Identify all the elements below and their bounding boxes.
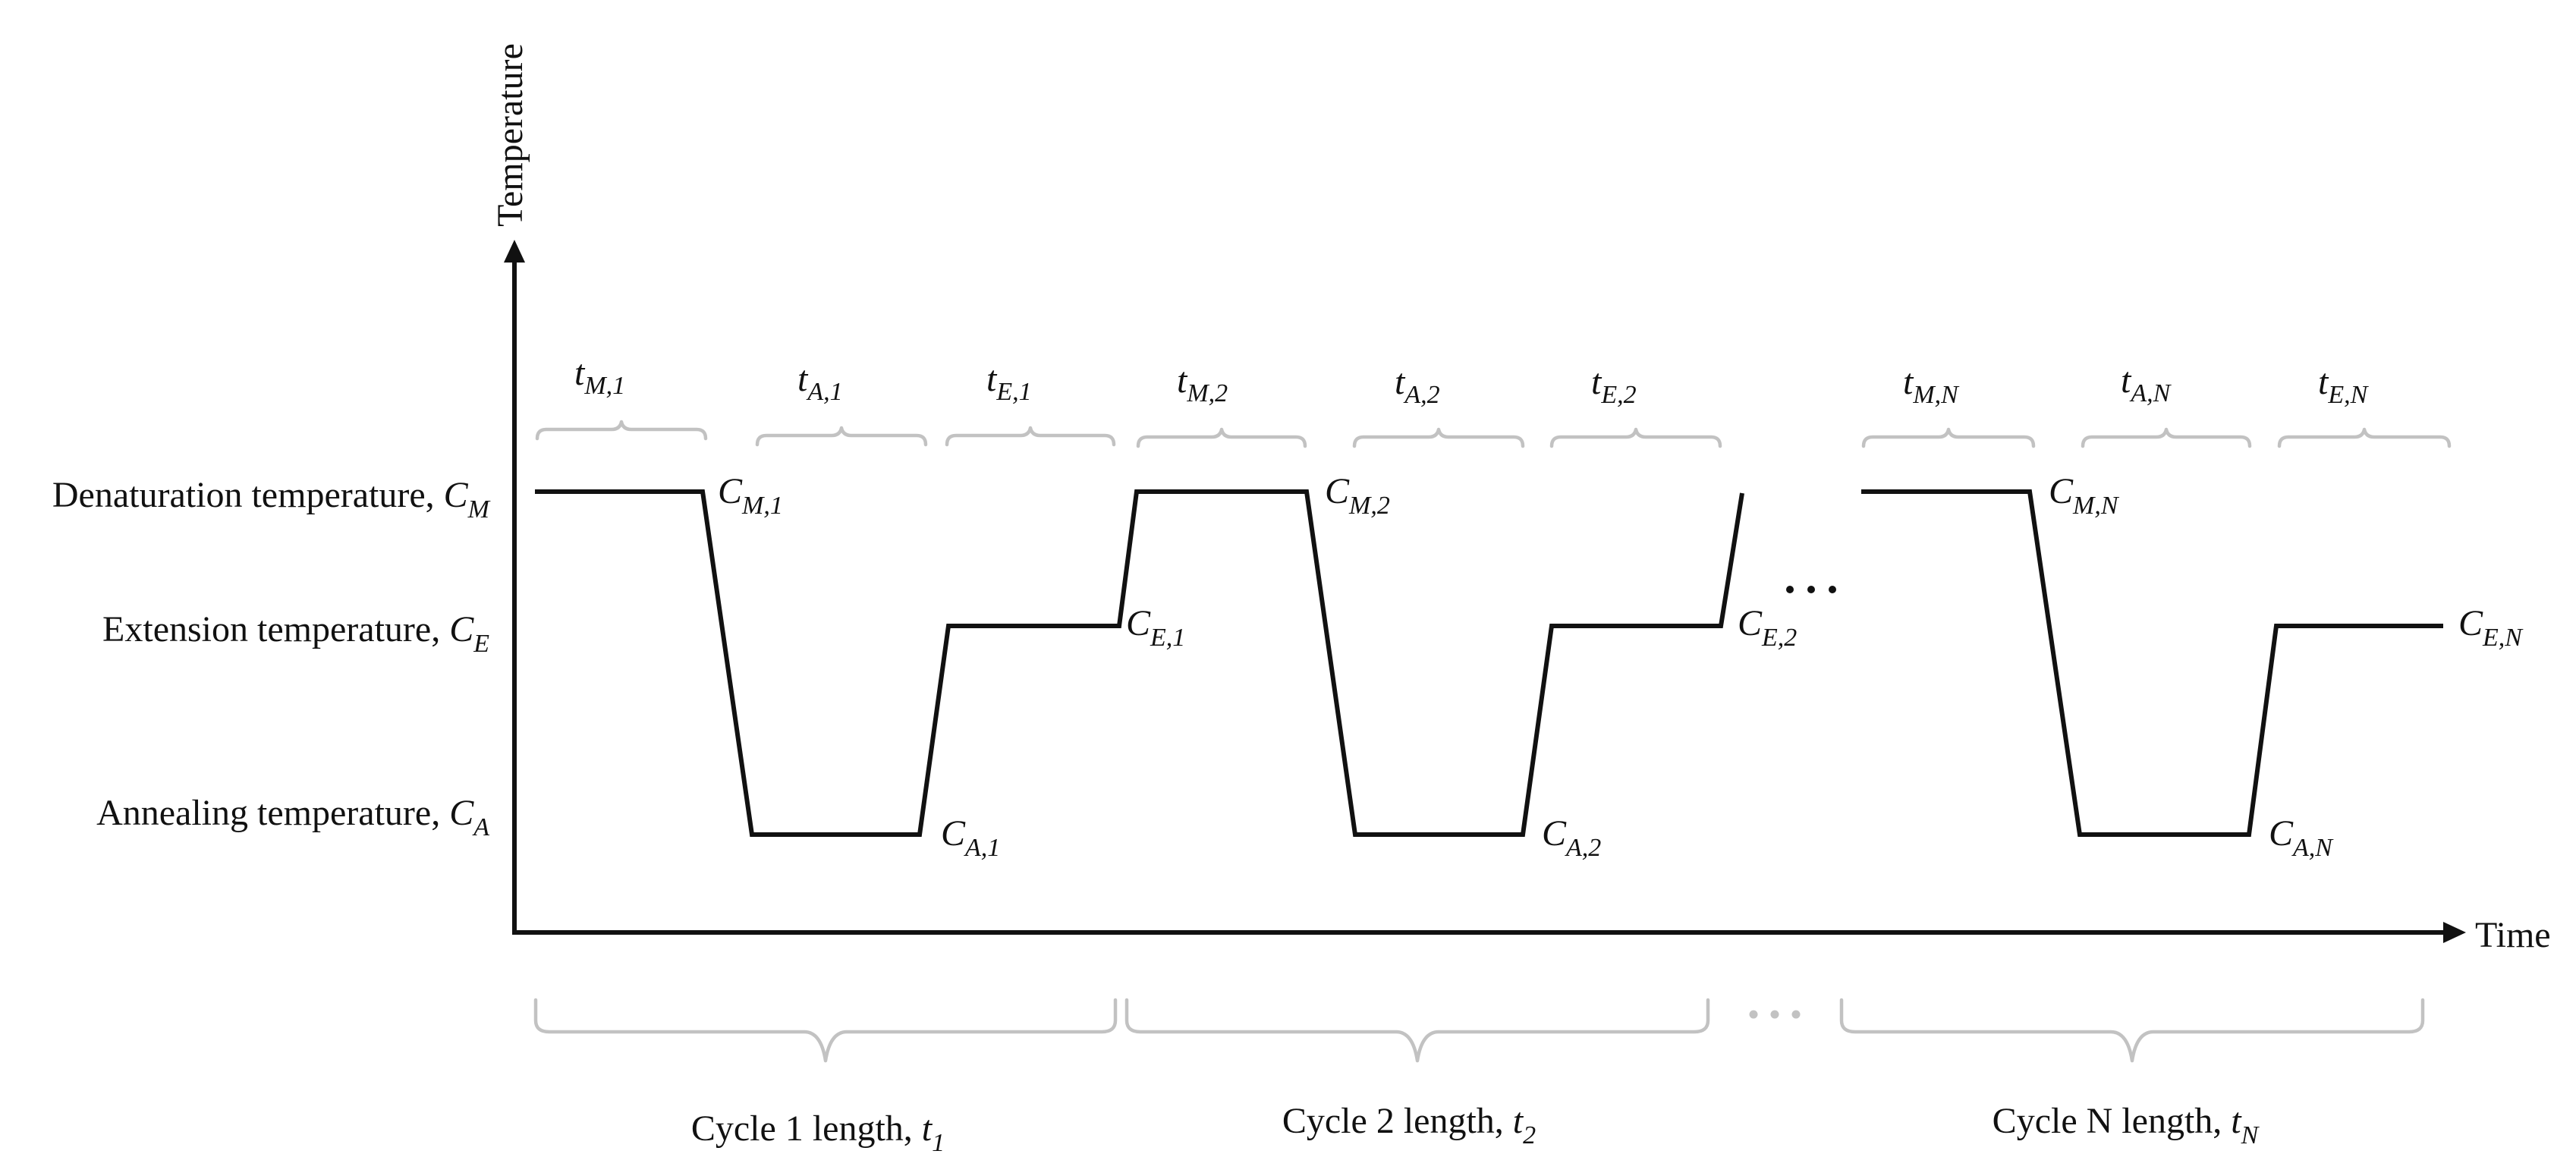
annealing-temperature-label: Annealing temperature, CA — [96, 793, 489, 841]
trace-cycle-n — [1861, 489, 2443, 837]
ellipsis-gray — [1749, 1010, 1801, 1019]
point-label-cmn: CM,N — [2049, 471, 2120, 520]
step-duration-braces — [535, 420, 2452, 448]
step-duration-labels: tM,1 tA,1 tE,1 tM,2 tA,2 tE,2 tM,N tA,N … — [574, 353, 2370, 409]
trace-cycles-1-2 — [535, 489, 1744, 837]
step-label-ta2: tA,2 — [1395, 362, 1440, 409]
step-label-tan: tA,N — [2121, 360, 2172, 407]
point-labels: CM,1 CA,1 CE,1 CM,2 CA,2 CE,2 CM,N CA,N … — [718, 471, 2524, 862]
y-axis-title: Temperature — [490, 43, 530, 227]
step-brace-ten — [2277, 427, 2452, 448]
step-brace-te2 — [1549, 427, 1722, 448]
extension-temperature-label: Extension temperature, CE — [102, 609, 489, 658]
point-label-ce2: CE,2 — [1738, 603, 1797, 652]
step-label-tm1: tM,1 — [574, 353, 625, 400]
cycle-length-braces — [533, 998, 2425, 1063]
step-label-ten: tE,N — [2318, 362, 2370, 409]
step-brace-ta1 — [755, 426, 928, 447]
point-label-cen: CE,N — [2458, 603, 2524, 652]
point-label-ce1: CE,1 — [1126, 603, 1185, 652]
cycle-brace-n — [1839, 998, 2425, 1063]
point-label-cm1: CM,1 — [718, 471, 783, 520]
step-label-ta1: tA,1 — [797, 359, 843, 406]
step-brace-ta2 — [1352, 427, 1525, 448]
denaturation-temperature-label: Denaturation temperature, CM — [52, 475, 491, 524]
step-label-tm2: tM,2 — [1177, 360, 1228, 407]
cycle-label-1: Cycle 1 length, t1 — [691, 1108, 945, 1157]
step-label-tmn: tM,N — [1903, 362, 1960, 409]
step-brace-tan — [2081, 427, 2252, 448]
cycle-length-labels: Cycle 1 length, t1 Cycle 2 length, t2 Cy… — [691, 1101, 2260, 1157]
ellipsis-black — [1786, 586, 1836, 593]
cycle-brace-2 — [1124, 998, 1710, 1063]
temperature-level-labels: Denaturation temperature, CM Extension t… — [52, 475, 491, 841]
step-brace-tm2 — [1136, 427, 1307, 448]
step-label-te2: tE,2 — [1591, 362, 1637, 409]
cycle-brace-1 — [533, 998, 1118, 1063]
temperature-trace — [535, 489, 2443, 837]
axes: Temperature Time — [490, 43, 2551, 955]
cycle-label-n: Cycle N length, tN — [1993, 1101, 2260, 1149]
point-label-can: CA,N — [2269, 813, 2334, 862]
point-label-ca2: CA,2 — [1542, 813, 1601, 862]
point-label-ca1: CA,1 — [941, 813, 1000, 862]
x-axis-title: Time — [2475, 915, 2551, 955]
step-label-te1: tE,1 — [986, 359, 1032, 406]
step-brace-tm1 — [535, 420, 708, 441]
x-axis-arrowhead — [2443, 922, 2466, 943]
point-label-cm2: CM,2 — [1325, 471, 1390, 520]
step-brace-tmn — [1861, 427, 2036, 448]
step-brace-te1 — [945, 426, 1116, 447]
y-axis-arrowhead — [504, 240, 525, 263]
cycle-label-2: Cycle 2 length, t2 — [1282, 1101, 1536, 1149]
